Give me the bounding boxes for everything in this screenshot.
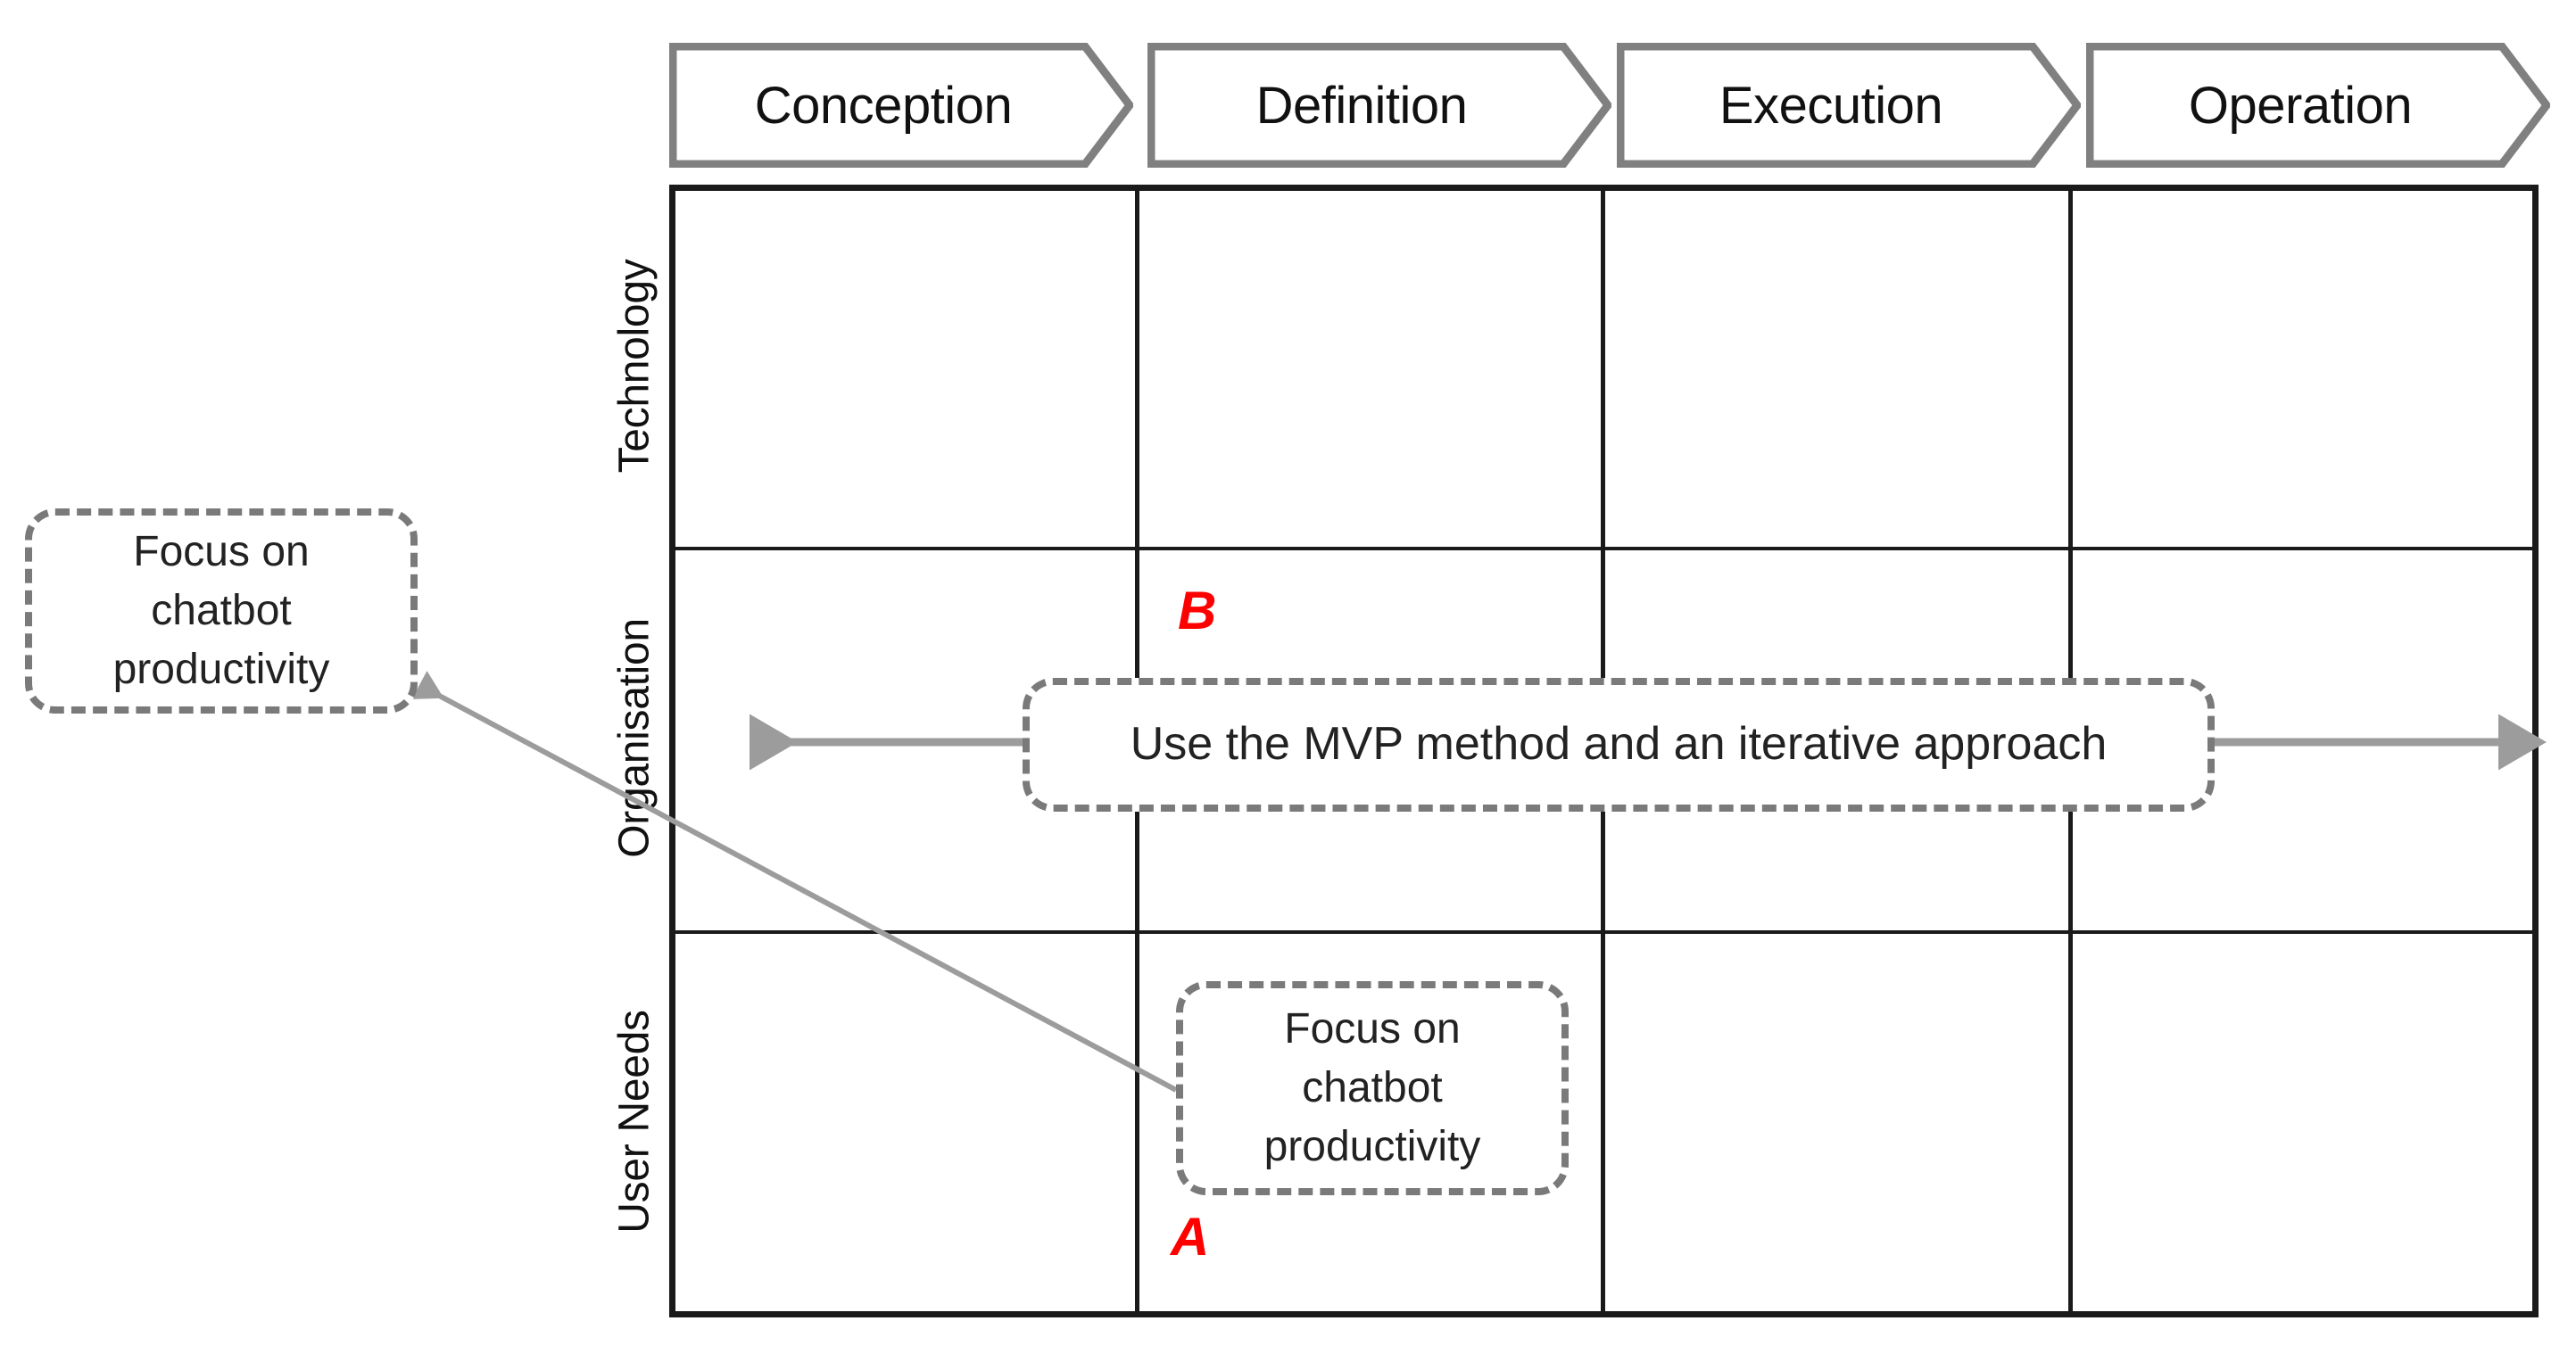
phase-header-operation[interactable]: Operation <box>2086 43 2550 168</box>
marker-a: A <box>1171 1207 1210 1267</box>
phase-label-execution: Execution <box>1719 76 1943 135</box>
grid-bottom-border <box>669 1311 2539 1317</box>
callout-left-outside[interactable]: Focus on chatbot productivity <box>25 508 418 714</box>
grid-top-border <box>669 185 2539 191</box>
chevron-shape-icon <box>1147 43 1611 168</box>
phase-label-operation: Operation <box>2188 76 2413 135</box>
phase-header-definition[interactable]: Definition <box>1147 43 1611 168</box>
grid-right-border <box>2532 185 2539 1317</box>
callout-user-needs-definition-text: Focus on chatbot productivity <box>1263 1004 1481 1171</box>
callout-user-needs-definition[interactable]: Focus on chatbot productivity <box>1176 981 1569 1195</box>
phase-header-execution[interactable]: Execution <box>1617 43 2081 168</box>
row-label-technology: Technology <box>610 259 658 474</box>
chevron-shape-icon <box>2086 43 2550 168</box>
row-label-organisation: Organisation <box>610 618 658 858</box>
callout-left-outside-text: Focus on chatbot productivity <box>112 527 330 694</box>
row-label-user-needs: User Needs <box>610 1010 658 1234</box>
phase-label-definition: Definition <box>1255 76 1468 135</box>
marker-b: B <box>1178 581 1217 640</box>
chevron-shape-icon <box>1617 43 2081 168</box>
chevron-shape-icon <box>669 43 1133 168</box>
grid-left-border <box>669 185 675 1317</box>
grid-row-divider-1 <box>669 547 2539 550</box>
phase-label-conception: Conception <box>754 76 1013 135</box>
phase-header-conception[interactable]: Conception <box>669 43 1133 168</box>
grid-row-divider-2 <box>669 930 2539 934</box>
callout-mvp-band-text: Use the MVP method and an iterative appr… <box>1130 718 2108 771</box>
callout-mvp-band[interactable]: Use the MVP method and an iterative appr… <box>1023 678 2215 812</box>
